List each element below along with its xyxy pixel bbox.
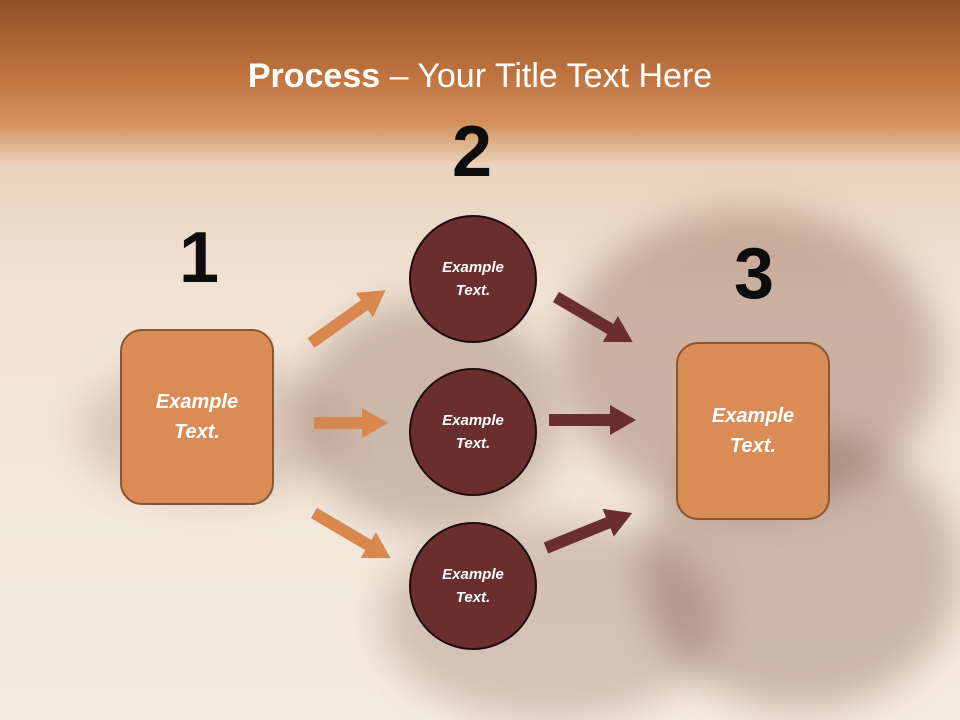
circle-text: Example Text.: [442, 566, 504, 606]
step-number-2: 2: [451, 112, 493, 192]
title-dash: –: [380, 57, 418, 95]
step-1-text: Example Text.: [155, 391, 239, 443]
step-2-circle-bottom[interactable]: Example Text.: [409, 522, 537, 650]
slide-title: Process – Your Title Text Here: [0, 54, 960, 98]
title-bold: Process: [247, 57, 381, 95]
circle-text: Example Text.: [442, 412, 504, 452]
step-2-circle-middle[interactable]: Example Text.: [409, 368, 537, 496]
arrow-up-right: [543, 508, 633, 554]
step-number-1: 1: [178, 218, 220, 298]
step-3-box[interactable]: Example Text.: [676, 342, 830, 520]
title-rest: Your Title Text Here: [417, 57, 713, 95]
step-2-circle-top[interactable]: Example Text.: [409, 215, 537, 343]
circle-text: Example Text.: [442, 259, 504, 299]
step-3-text: Example Text.: [711, 405, 795, 457]
step-number-3: 3: [733, 234, 775, 314]
arrow-up-left: [307, 290, 386, 348]
arrow-down-right: [552, 291, 633, 343]
step-1-box[interactable]: Example Text.: [120, 329, 274, 505]
arrow-down-left: [310, 507, 391, 559]
